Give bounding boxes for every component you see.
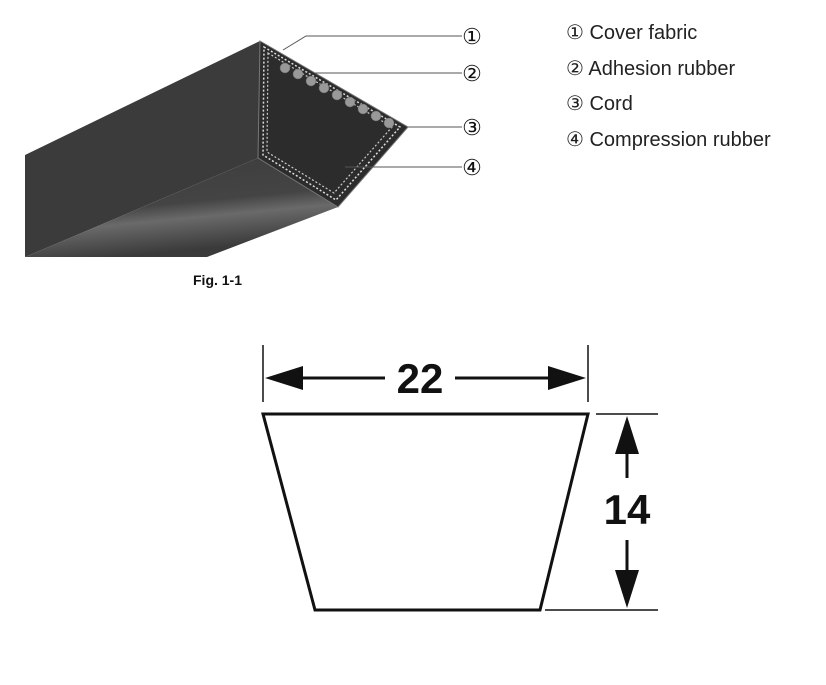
width-dimension-label: 22: [397, 355, 444, 402]
cords: [279, 62, 395, 129]
arrowhead-up: [615, 416, 639, 454]
legend-cover-fabric: ① Cover fabric: [566, 22, 698, 44]
belt-top-face: [25, 41, 260, 257]
figure-caption: Fig. 1-1: [193, 272, 242, 288]
callout-2: ②: [462, 61, 482, 86]
trapezoid-profile: [261, 412, 590, 612]
legend-compression-rubber: ④ Compression rubber: [566, 129, 771, 151]
legend-adhesion-rubber: ② Adhesion rubber: [566, 58, 736, 80]
leader-lines: [282, 35, 462, 168]
v-belt-illustration: [25, 40, 409, 257]
cross-section-dimension-drawing: [261, 345, 658, 612]
belt-side-face: [25, 158, 338, 257]
height-dimension-label: 14: [604, 486, 651, 533]
legend-cord: ③ Cord: [566, 93, 633, 115]
arrowhead-left: [265, 366, 303, 390]
arrowhead-right: [548, 366, 586, 390]
arrowhead-down: [615, 570, 639, 608]
callout-1: ①: [462, 24, 482, 49]
callout-4: ④: [462, 155, 482, 180]
belt-cross-section: [257, 40, 409, 208]
callout-3: ③: [462, 115, 482, 140]
